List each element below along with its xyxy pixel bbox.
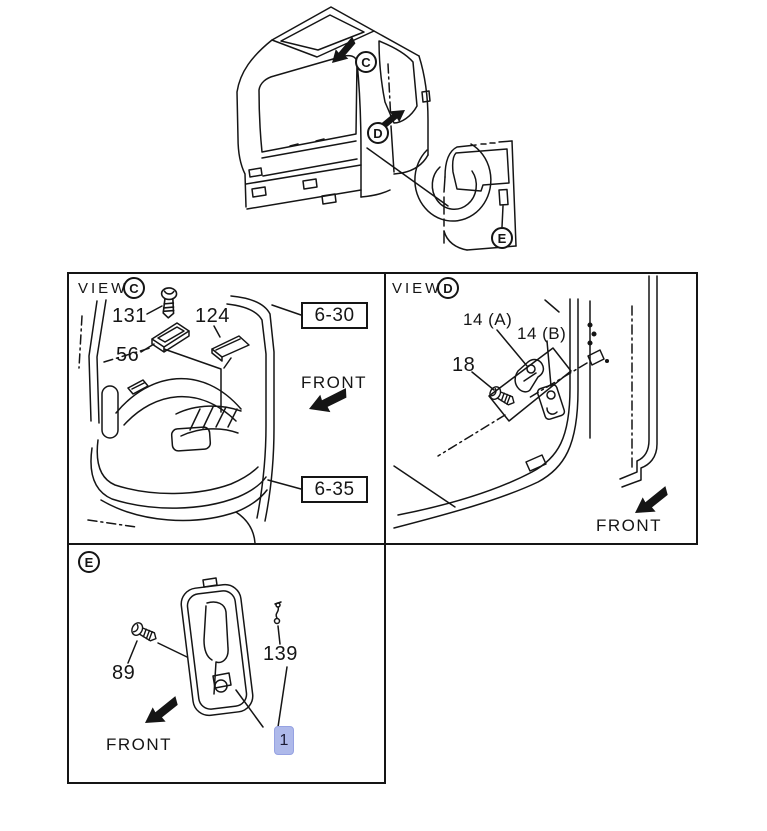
front-label-view-d: FRONT <box>596 516 663 535</box>
callout-14b[interactable]: 14 (B) <box>517 324 567 343</box>
door-e-marker: E <box>491 227 513 249</box>
callout-124[interactable]: 124 <box>195 305 230 327</box>
callout-56[interactable]: 56 <box>116 344 140 366</box>
view-e-drawing <box>127 577 288 728</box>
front-label-view-c: FRONT <box>301 373 368 392</box>
view-d-marker: D <box>367 122 389 144</box>
callout-139[interactable]: 139 <box>263 643 298 665</box>
view-d-title-marker: D <box>437 277 459 299</box>
front-label-panel-e: FRONT <box>106 735 173 754</box>
view-d-title: VIEW <box>392 280 443 297</box>
callout-14a[interactable]: 14 (A) <box>463 310 513 329</box>
view-d-drawing <box>393 275 658 529</box>
view-c-title-marker: C <box>123 277 145 299</box>
view-c-drawing <box>78 295 302 544</box>
truck-cab-drawing <box>236 6 492 222</box>
panel-e-marker: E <box>78 551 100 573</box>
cab-door-drawing <box>443 140 517 251</box>
ref-box-6-30[interactable]: 6-30 <box>301 302 368 329</box>
callout-131[interactable]: 131 <box>112 305 147 327</box>
panel-e <box>67 543 386 784</box>
panel-view-d <box>384 272 698 545</box>
callout-18[interactable]: 18 <box>452 354 476 376</box>
ref-box-6-35[interactable]: 6-35 <box>301 476 368 503</box>
callout-1-highlighted[interactable]: 1 <box>274 726 294 755</box>
view-c-title: VIEW <box>78 280 129 297</box>
view-c-marker: C <box>355 51 377 73</box>
callout-89[interactable]: 89 <box>112 662 136 684</box>
